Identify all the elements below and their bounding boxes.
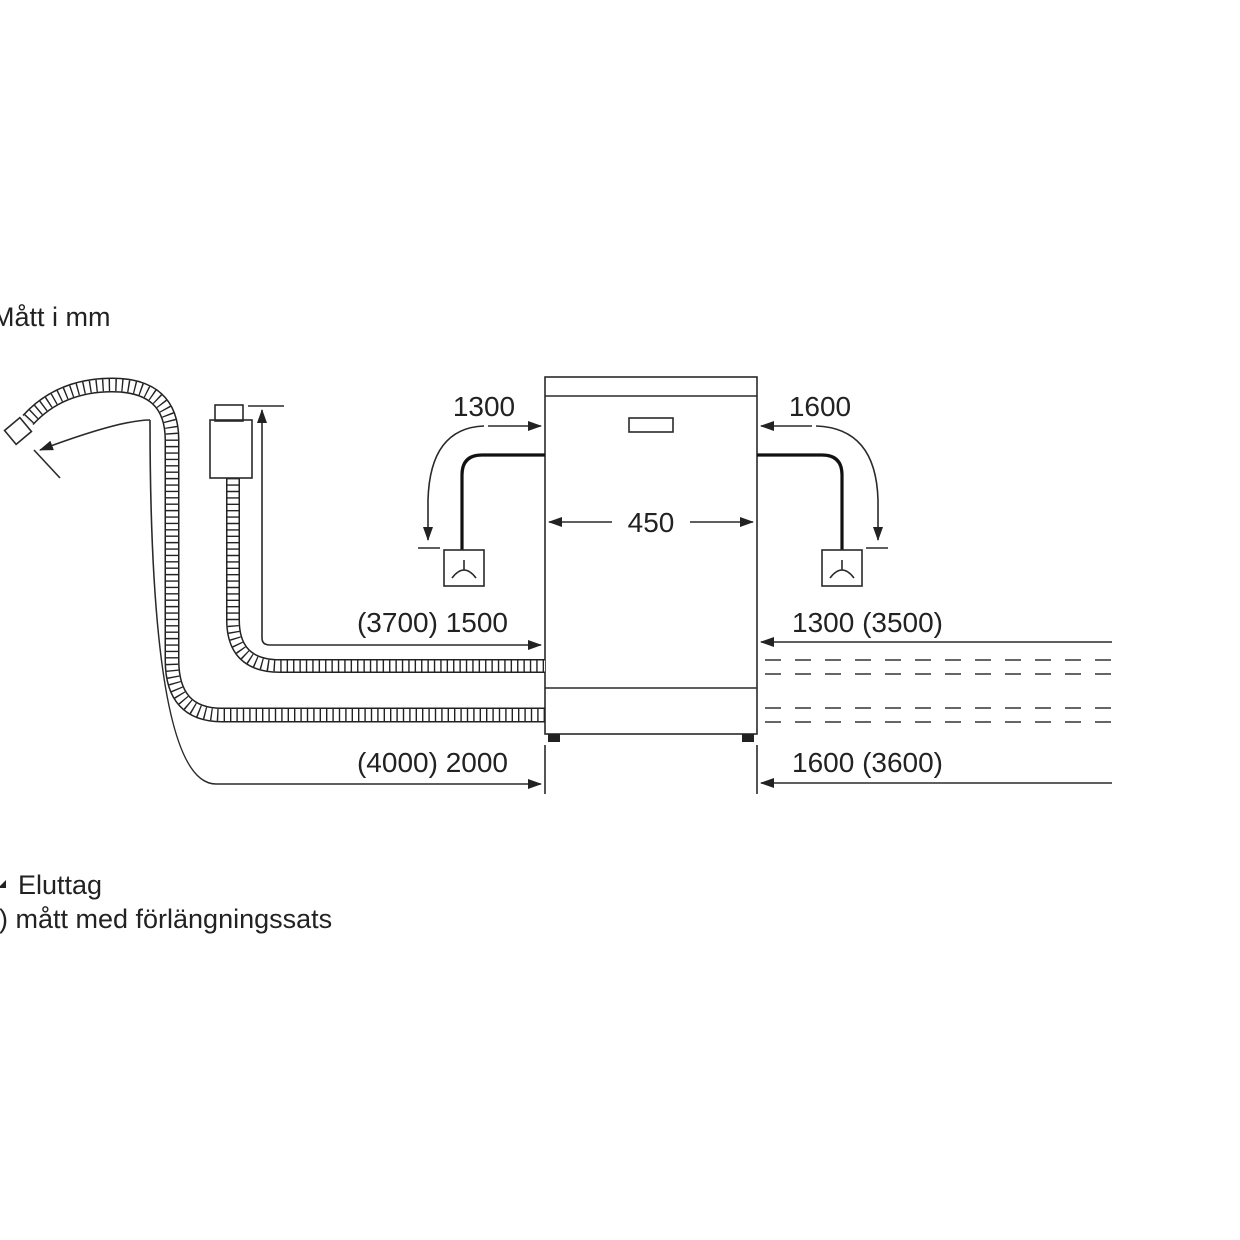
control-display: [628, 417, 674, 433]
power-socket-icon: [829, 560, 855, 579]
width-dimension: 450: [548, 507, 754, 538]
power-socket-icon: [443, 549, 485, 587]
left-power-cord: 1300: [418, 391, 545, 587]
right-inlet-hose-label: 1300 (3500): [792, 607, 943, 638]
power-socket-icon: [821, 549, 863, 587]
legend-socket-label: Eluttag: [18, 870, 102, 900]
dishwasher: [544, 376, 758, 742]
right-hose-dimensions: 1300 (3500) 1600 (3600): [760, 607, 1116, 788]
water-tap-icon: [209, 419, 253, 479]
left-inlet-hose-label: (3700) 1500: [357, 607, 508, 638]
inlet-hose: (3700) 1500: [209, 404, 545, 673]
left-drain-hose-label: (4000) 2000: [357, 747, 508, 778]
right-power-cord-label: 1600: [789, 391, 851, 422]
legend: Eluttag () mått med förlängningssats: [0, 870, 332, 934]
drain-hose-end-icon: [3, 416, 33, 446]
units-note: Mått i mm: [0, 302, 111, 332]
power-socket-icon: [0, 880, 6, 888]
right-power-cord: 1600: [757, 391, 888, 587]
width-label: 450: [628, 507, 675, 538]
foot-right: [742, 734, 754, 742]
drain-hose: (4000) 2000: [3, 377, 545, 789]
foot-left: [548, 734, 560, 742]
right-drain-hose-label: 1600 (3600): [792, 747, 943, 778]
dishwasher-body: [544, 376, 758, 735]
left-power-cord-label: 1300: [453, 391, 515, 422]
legend-extension-label: () mått med förlängningssats: [0, 904, 332, 934]
power-socket-icon: [451, 560, 477, 579]
water-tap-icon: [214, 404, 244, 422]
